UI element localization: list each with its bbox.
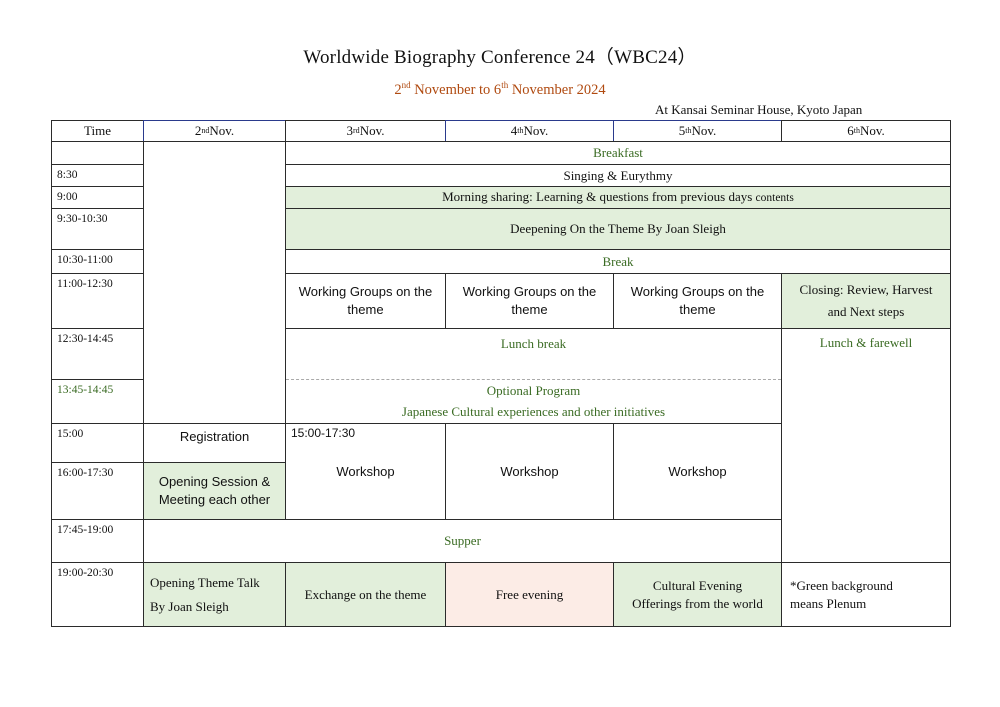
japanese-cultural: Japanese Cultural experiences and other … [401, 404, 666, 420]
time-slot: 9:30-10:30 [51, 208, 144, 250]
optional-program: Optional Program [486, 383, 581, 399]
time-slot: 8:30 [51, 164, 144, 187]
time-slot: 16:00-17:30 [51, 462, 144, 520]
lunch-farewell: Lunch & farewell [819, 335, 913, 351]
lunch-farewell-block [781, 328, 951, 563]
page-title: Worldwide Biography Conference 24（WBC24） [303, 47, 697, 68]
deepening-theme: Deepening On the Theme By Joan Sleigh [285, 208, 951, 250]
divider [286, 379, 781, 380]
time-slot: 13:45-14:45 [51, 379, 144, 424]
workshop-day5: Workshop [613, 423, 782, 520]
time-slot: 15:00 [51, 423, 144, 463]
break: Break [285, 249, 951, 274]
lunch-break: Lunch break [500, 336, 567, 352]
time-slot: 9:00 [51, 186, 144, 209]
opening-session: Opening Session &Meeting each other [143, 462, 286, 520]
time-slot: 10:30-11:00 [51, 249, 144, 274]
date-range: 2nd November to 6th November 2024 [394, 80, 606, 98]
header-time: Time [51, 120, 144, 142]
breakfast: Breakfast [285, 141, 951, 165]
time-slot: 12:30-14:45 [51, 328, 144, 380]
workshop-time: 15:00-17:30 [291, 425, 356, 440]
time-empty [51, 141, 144, 165]
morning-sharing: Morning sharing: Learning & questions fr… [285, 186, 951, 209]
exchange-theme: Exchange on the theme [285, 562, 446, 627]
registration: Registration [143, 423, 286, 463]
day2-empty-block [143, 141, 286, 424]
singing-eurythmy: Singing & Eurythmy [285, 164, 951, 187]
workshop-day4: Workshop [445, 423, 614, 520]
venue: At Kansai Seminar House, Kyoto Japan [655, 102, 863, 117]
time-slot: 11:00-12:30 [51, 273, 144, 329]
free-evening: Free evening [445, 562, 614, 627]
time-slot: 17:45-19:00 [51, 519, 144, 563]
time-slot: 19:00-20:30 [51, 562, 144, 627]
supper: Supper [143, 519, 782, 563]
